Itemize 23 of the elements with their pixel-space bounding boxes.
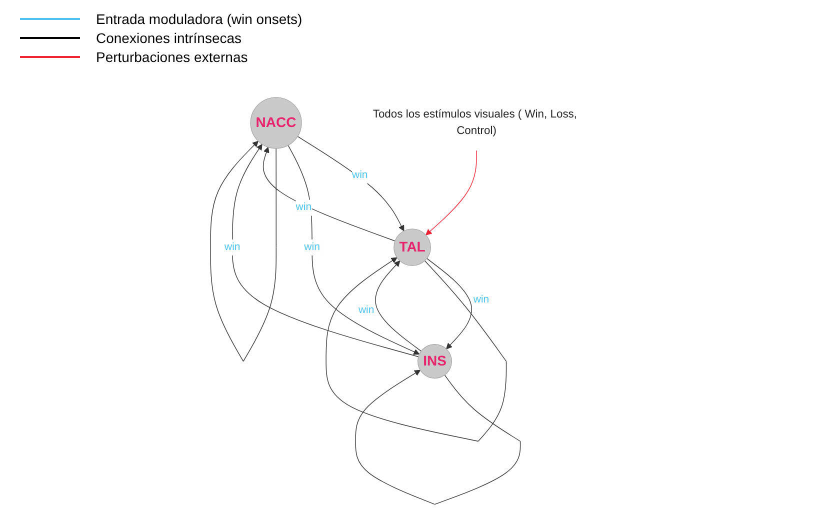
edge-label: win	[358, 304, 374, 316]
edge-label: win	[352, 168, 368, 181]
arrow	[375, 260, 422, 352]
edge-label: win	[473, 294, 490, 306]
node-circle: INS	[417, 344, 452, 379]
arrow	[355, 370, 521, 505]
edge-label: win	[224, 240, 240, 253]
node-circle: NACC	[250, 97, 302, 149]
legend-text: Perturbaciones externas	[96, 49, 248, 65]
node-text: Todos los estímulos visuales ( Win, Loss, Control)	[372, 108, 578, 137]
legend-text: Entrada moduladora (win onsets)	[96, 11, 302, 27]
arrow	[426, 150, 477, 236]
node-circle: TAL	[394, 228, 431, 266]
legend-text: Conexiones intrínsecas	[96, 30, 242, 46]
arrow	[426, 258, 472, 350]
arrow	[288, 144, 420, 355]
edge-label: win	[304, 240, 320, 253]
arrow	[232, 144, 419, 358]
edge-label: win	[296, 201, 312, 214]
arrow	[297, 136, 404, 232]
arrow	[210, 140, 276, 362]
arrow	[262, 146, 396, 242]
arrow	[326, 257, 507, 442]
